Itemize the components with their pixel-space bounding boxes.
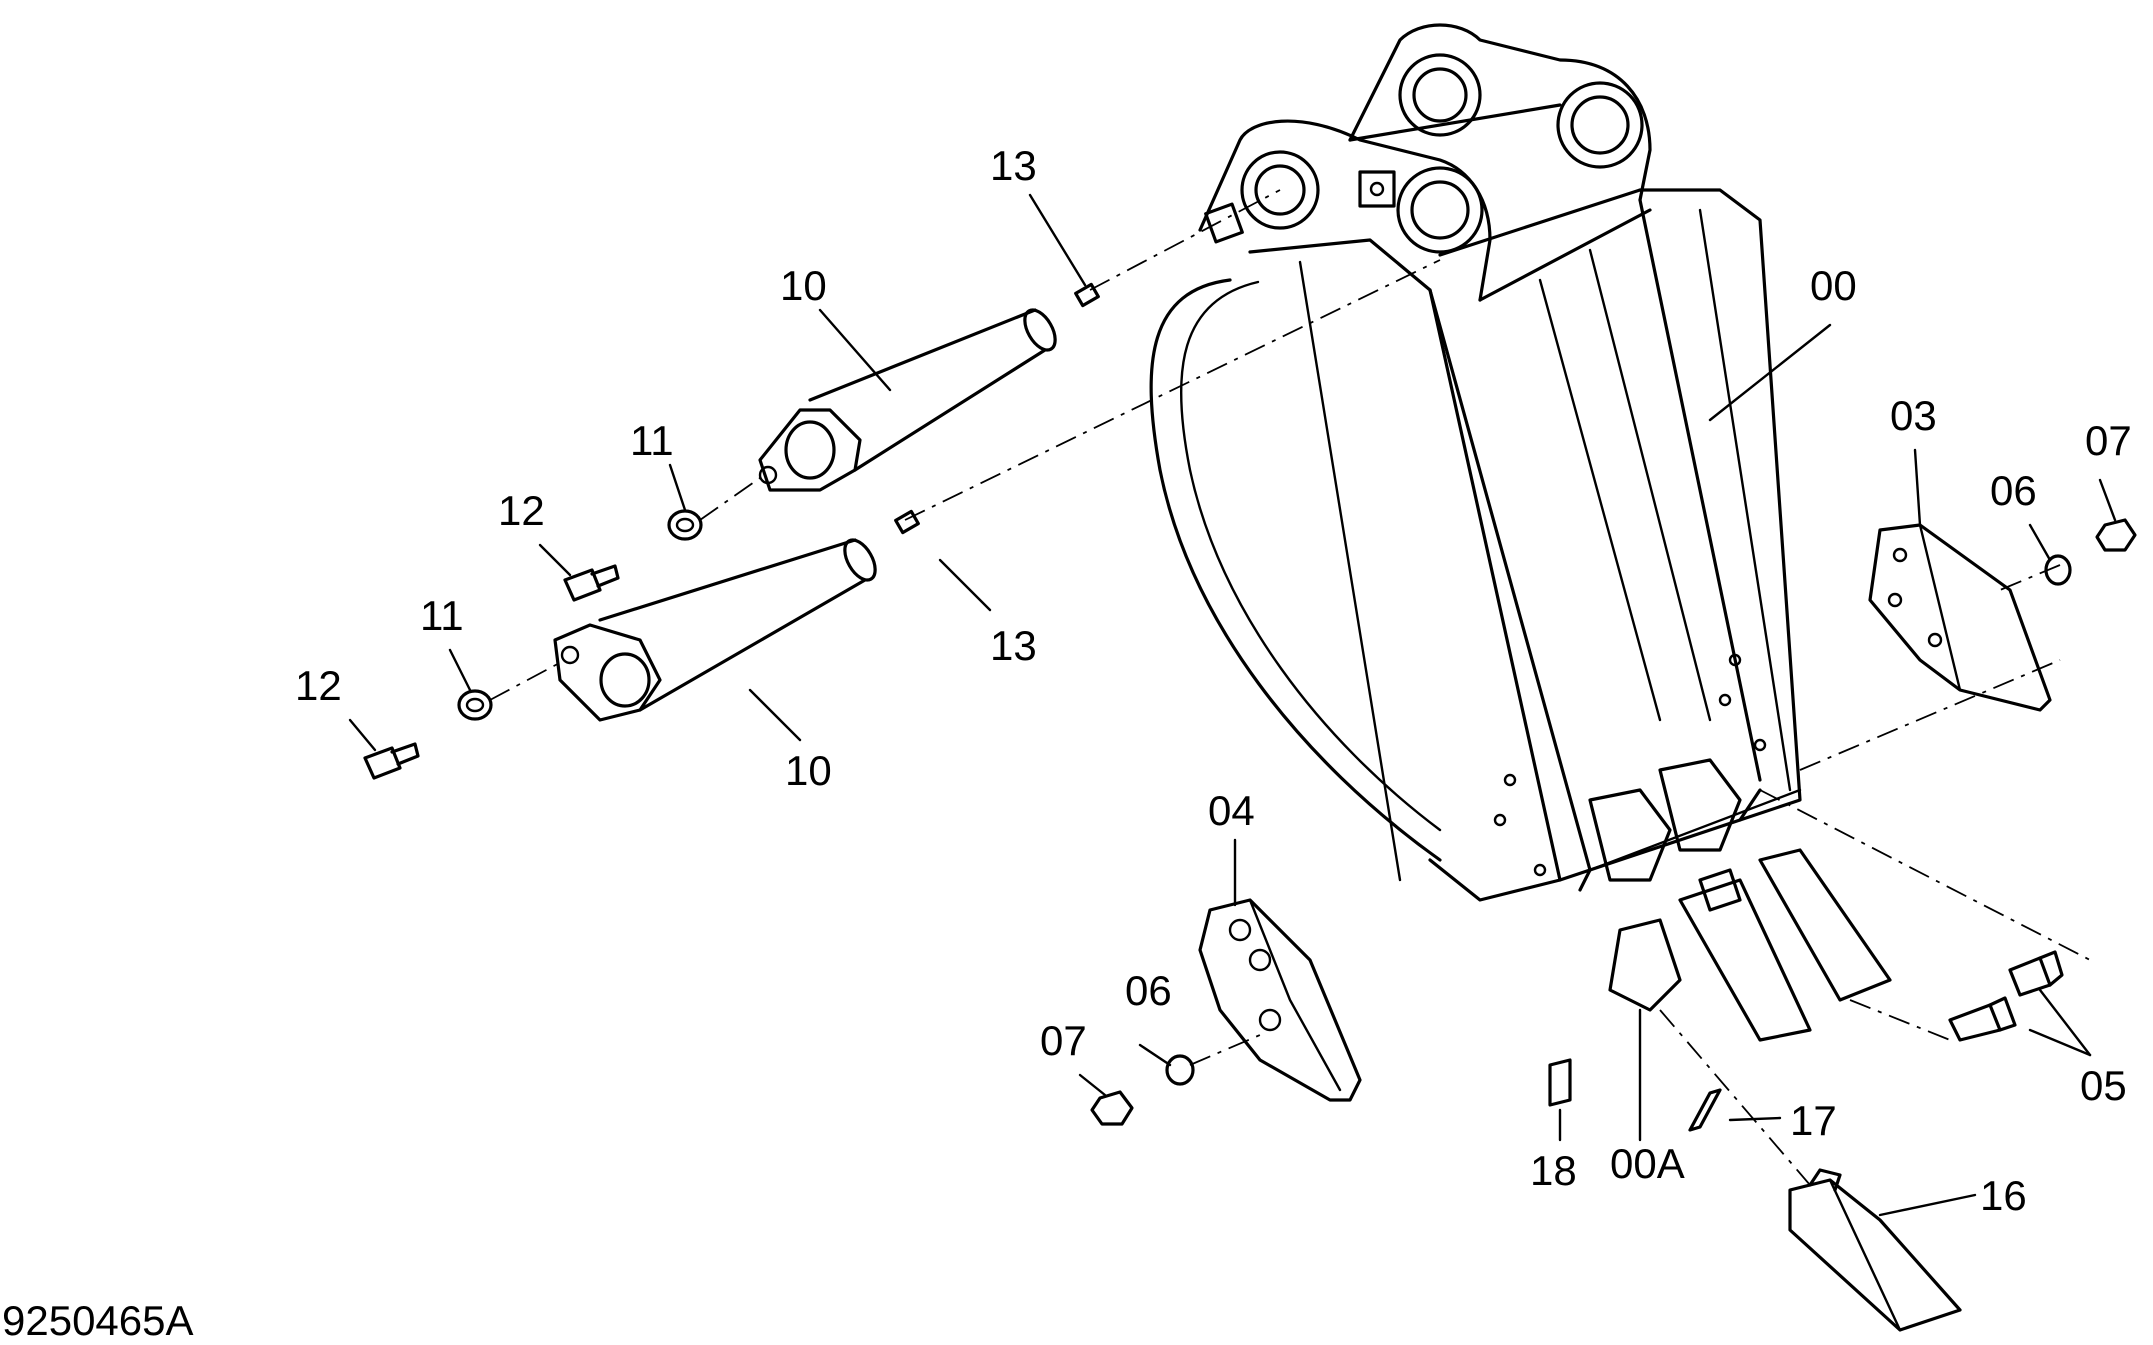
leader-lines — [348, 193, 2117, 1217]
callout-11-lower: 11 — [420, 592, 464, 639]
callout-18: 18 — [1530, 1147, 1577, 1194]
callout-07-right: 07 — [2085, 417, 2132, 464]
callout-05: 05 — [2080, 1062, 2127, 1109]
grease-nipple-upper — [1074, 282, 1100, 308]
washer-11-lower — [457, 689, 493, 721]
side-cutter-04 — [1198, 898, 1362, 1102]
pin-10-upper — [758, 308, 1057, 492]
pin-10-lower — [553, 538, 877, 722]
tooth-16 — [1788, 1168, 1962, 1332]
center-lines — [489, 189, 2091, 1186]
callout-00: 00 — [1810, 262, 1857, 309]
callout-labels: 00 00A 03 04 05 06 06 07 07 10 10 11 11 … — [295, 142, 2132, 1219]
callout-00a: 00A — [1610, 1140, 1685, 1187]
nut-07-left — [1090, 1090, 1134, 1126]
callout-03: 03 — [1890, 392, 1937, 439]
callout-04: 04 — [1208, 787, 1255, 834]
callout-12-lower: 12 — [295, 662, 342, 709]
callout-17: 17 — [1790, 1097, 1837, 1144]
pin-18 — [1548, 1058, 1572, 1107]
callout-12-upper: 12 — [498, 487, 545, 534]
pin-17 — [1688, 1088, 1722, 1132]
nut-07-right — [2095, 518, 2137, 552]
side-cutter-03 — [1868, 523, 2052, 712]
callout-06-right: 06 — [1990, 467, 2037, 514]
callout-13-upper: 13 — [990, 142, 1037, 189]
grease-nipple-lower — [894, 509, 920, 535]
washer-06-left — [1165, 1054, 1195, 1086]
bolt-05 — [1948, 950, 2064, 1042]
callout-06-left: 06 — [1125, 967, 1172, 1014]
bucket-body — [1149, 23, 1802, 902]
callout-13-lower: 13 — [990, 622, 1037, 669]
callout-10-lower: 10 — [785, 747, 832, 794]
bolt-12-upper — [563, 564, 620, 602]
drawing-code: 9250465A — [2, 1297, 194, 1344]
bolt-12-lower — [363, 742, 420, 780]
bucket-teeth — [1588, 758, 1892, 1042]
callout-16: 16 — [1980, 1172, 2027, 1219]
washer-11-upper — [667, 509, 703, 541]
callout-11-upper: 11 — [630, 417, 674, 464]
callout-10-upper: 10 — [780, 262, 827, 309]
callout-07-left: 07 — [1040, 1017, 1087, 1064]
